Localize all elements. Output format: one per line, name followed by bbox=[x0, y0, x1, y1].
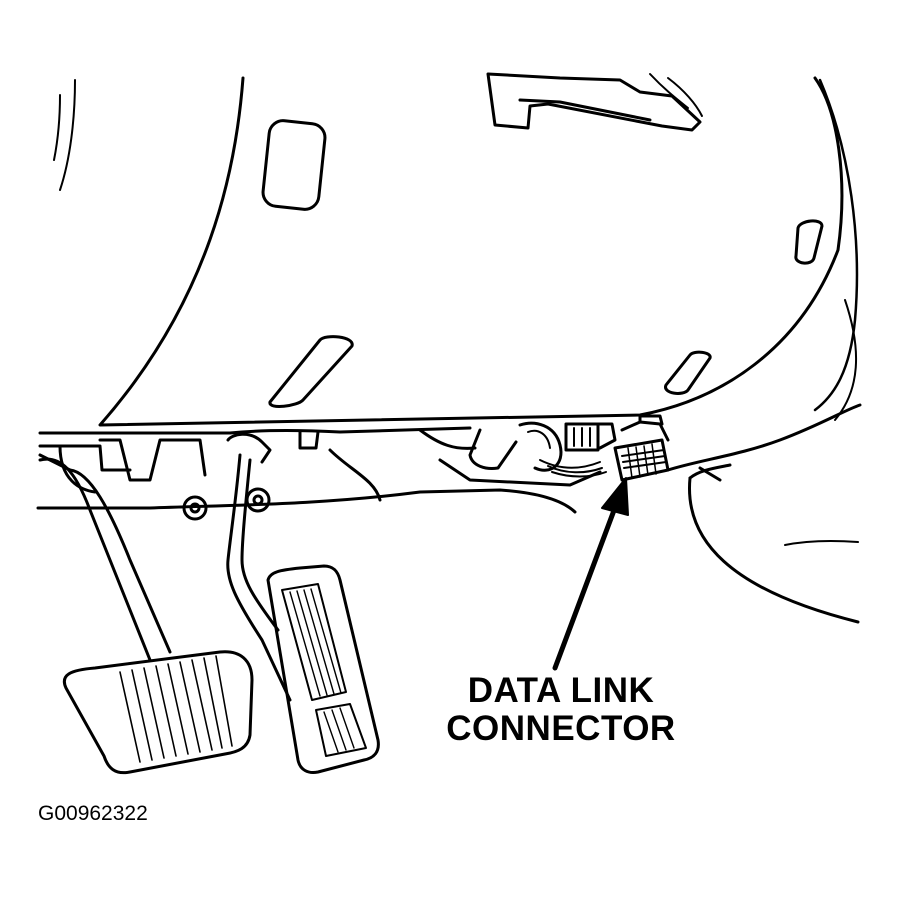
callout-arrow bbox=[552, 477, 629, 671]
data-link-connector bbox=[613, 414, 670, 482]
data-link-connector-label: DATA LINK CONNECTOR bbox=[430, 672, 692, 748]
wire-harness bbox=[518, 421, 617, 478]
panel-slots bbox=[261, 119, 824, 408]
accelerator-pedal bbox=[226, 453, 380, 774]
callout-line-2: CONNECTOR bbox=[446, 709, 676, 748]
pedal-bracket-frame bbox=[36, 426, 602, 521]
steering-column-trim bbox=[486, 72, 703, 132]
figure-id: G00962322 bbox=[38, 802, 148, 825]
dashboard-panel bbox=[53, 76, 859, 427]
brake-pedal bbox=[38, 457, 254, 775]
kick-panel bbox=[666, 403, 862, 624]
callout-line-1: DATA LINK bbox=[467, 671, 655, 710]
